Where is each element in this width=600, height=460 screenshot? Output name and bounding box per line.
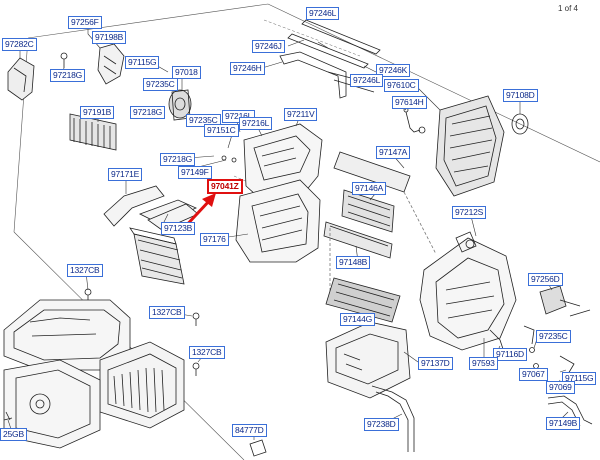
part-label-97238D[interactable]: 97238D <box>364 418 399 431</box>
part-label-1327CB[interactable]: 1327CB <box>149 306 185 319</box>
page-indicator: 1 of 4 <box>557 4 578 13</box>
part-label-97235C[interactable]: 97235C <box>186 114 221 127</box>
part-label-97148B[interactable]: 97148B <box>336 256 371 269</box>
part-label-97246H[interactable]: 97246H <box>230 62 265 75</box>
part-label-97018[interactable]: 97018 <box>172 66 201 79</box>
part-label-1327CB[interactable]: 1327CB <box>189 346 225 359</box>
part-label-97115G[interactable]: 97115G <box>125 56 160 69</box>
part-label-97147A[interactable]: 97147A <box>376 146 411 159</box>
part-label-97108D[interactable]: 97108D <box>503 89 538 102</box>
part-label-97218G[interactable]: 97218G <box>160 153 196 166</box>
part-label-97041Z-highlighted[interactable]: 97041Z <box>207 179 243 194</box>
part-label-97212S[interactable]: 97212S <box>452 206 487 219</box>
part-label-97211V[interactable]: 97211V <box>284 108 318 121</box>
part-label-97246K[interactable]: 97246K <box>376 64 411 77</box>
part-label-97218G[interactable]: 97218G <box>130 106 166 119</box>
part-label-84777D[interactable]: 84777D <box>232 424 267 437</box>
part-label-97218G[interactable]: 97218G <box>50 69 86 82</box>
part-label-97069[interactable]: 97069 <box>546 381 575 394</box>
part-label-97282C[interactable]: 97282C <box>2 38 37 51</box>
part-label-97149B[interactable]: 97149B <box>546 417 581 430</box>
part-label-97246L[interactable]: 97246L <box>350 74 384 87</box>
part-label-97235C[interactable]: 97235C <box>143 78 178 91</box>
part-label-97149F[interactable]: 97149F <box>178 166 212 179</box>
part-label-97593[interactable]: 97593 <box>469 357 498 370</box>
part-label-97216L[interactable]: 97216L <box>239 117 273 130</box>
part-label-97176[interactable]: 97176 <box>200 233 229 246</box>
part-label-97191B[interactable]: 97191B <box>80 106 115 119</box>
part-label-97610C[interactable]: 97610C <box>384 79 419 92</box>
part-label-97151C[interactable]: 97151C <box>204 124 239 137</box>
part-label-97123B[interactable]: 97123B <box>161 222 196 235</box>
part-label-97171E[interactable]: 97171E <box>108 168 143 181</box>
part-label-97256F[interactable]: 97256F <box>68 16 102 29</box>
part-label-97235C[interactable]: 97235C <box>536 330 571 343</box>
part-label-97137D[interactable]: 97137D <box>418 357 453 370</box>
part-label-25GB[interactable]: 25GB <box>0 428 27 441</box>
part-label-97246J[interactable]: 97246J <box>252 40 285 53</box>
part-label-1327CB[interactable]: 1327CB <box>67 264 103 277</box>
part-label-97067[interactable]: 97067 <box>519 368 548 381</box>
part-label-97116D[interactable]: 97116D <box>493 348 527 361</box>
part-label-97144G[interactable]: 97144G <box>340 313 376 326</box>
part-label-97246L[interactable]: 97246L <box>306 7 340 20</box>
part-label-97256D[interactable]: 97256D <box>528 273 563 286</box>
part-label-97198B[interactable]: 97198B <box>92 31 127 44</box>
part-label-97146A[interactable]: 97146A <box>352 182 387 195</box>
part-label-97614H[interactable]: 97614H <box>392 96 427 109</box>
